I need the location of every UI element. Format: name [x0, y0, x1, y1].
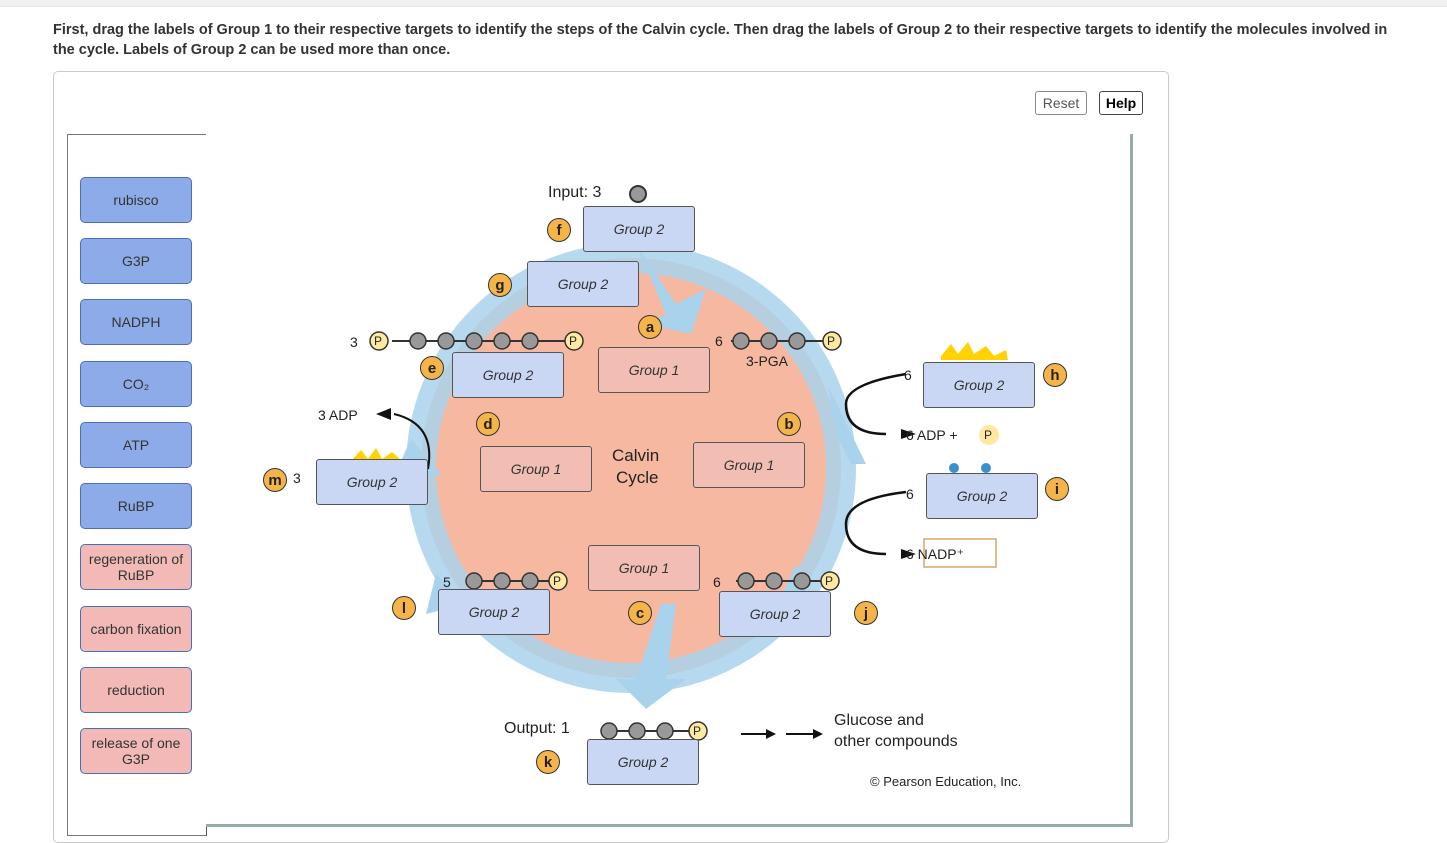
- cycle-label: Cycle: [616, 468, 659, 487]
- adp-arrowhead: [376, 408, 391, 420]
- reset-button[interactable]: Reset: [1035, 91, 1087, 115]
- help-button[interactable]: Help: [1099, 91, 1143, 115]
- nadph-bracket: [844, 490, 907, 556]
- drop-target-k[interactable]: Group 2: [587, 739, 699, 785]
- calvin-cycle-figure: Input: 3 3 P P 6 P 3-PGA 3 ADP 6 6 ADP +…: [206, 134, 1133, 827]
- adp6-text: 6 ADP +: [906, 427, 958, 443]
- rubp-p-right: P: [569, 334, 578, 348]
- letter-m: m: [263, 468, 287, 492]
- nadph-count: 6: [906, 486, 914, 502]
- rubp-count: 3: [350, 334, 358, 350]
- letter-j: j: [854, 601, 878, 625]
- drop-target-c[interactable]: Group 1: [588, 545, 700, 591]
- letter-f: f: [547, 218, 571, 242]
- draggable-label-co2[interactable]: CO₂: [80, 361, 192, 407]
- adp6-p: P: [984, 428, 993, 442]
- nadp-text: 6 NADP⁺: [906, 546, 964, 562]
- nadph-electron-icon-2: [981, 463, 991, 473]
- letter-l: l: [392, 596, 416, 620]
- pga-p: P: [827, 334, 836, 348]
- instructions-text: First, drag the labels of Group 1 to the…: [53, 22, 1388, 58]
- output-arrow: [616, 604, 686, 709]
- drop-target-a[interactable]: Group 1: [598, 347, 710, 393]
- draggable-label-reduction[interactable]: reduction: [80, 667, 192, 713]
- glucose-text-2: other compounds: [834, 733, 958, 750]
- draggable-label-carbon-fixation[interactable]: carbon fixation: [80, 606, 192, 652]
- atp-bracket: [844, 372, 907, 436]
- g3p-chain-left: [465, 571, 568, 591]
- g3p-left-count: 5: [443, 574, 451, 590]
- pga-count: 6: [715, 333, 723, 349]
- adp3-text: 3 ADP: [318, 407, 358, 423]
- letter-h: h: [1043, 363, 1067, 387]
- glucose-text-1: Glucose and: [834, 712, 924, 729]
- atp-left-count: 3: [293, 470, 301, 486]
- output-p: P: [693, 724, 702, 738]
- letter-c: c: [628, 601, 652, 625]
- g3p-right-count: 6: [713, 574, 721, 590]
- draggable-label-rubisco[interactable]: rubisco: [80, 177, 192, 223]
- drop-target-g[interactable]: Group 2: [527, 261, 639, 307]
- letter-a: a: [638, 315, 662, 339]
- co2-molecule: [629, 185, 647, 203]
- nadp-box: [923, 538, 997, 568]
- rubp-chain: [369, 331, 584, 351]
- letter-g: g: [488, 273, 512, 297]
- letter-k: k: [536, 750, 560, 774]
- letter-d: d: [476, 412, 500, 436]
- calvin-label: Calvin: [612, 446, 660, 465]
- drop-target-j[interactable]: Group 2: [719, 591, 831, 637]
- pga-label: 3-PGA: [746, 353, 789, 369]
- draggable-label-atp[interactable]: ATP: [80, 422, 192, 468]
- drop-target-e[interactable]: Group 2: [452, 352, 564, 398]
- copyright-text: © Pearson Education, Inc.: [870, 774, 1022, 789]
- draggable-label-g3p[interactable]: G3P: [80, 238, 192, 284]
- g3p-right-p: P: [825, 574, 834, 588]
- atp-arrowhead: [901, 429, 916, 439]
- drop-target-l[interactable]: Group 2: [438, 589, 550, 635]
- input-text: Input: 3: [548, 184, 602, 201]
- nadph-electron-icon: [949, 463, 959, 473]
- phosphate-icon: [979, 425, 999, 445]
- letter-e: e: [420, 356, 444, 380]
- draggable-label-rubp[interactable]: RuBP: [80, 483, 192, 529]
- draggable-label-release-g3p[interactable]: release of one G3P: [80, 728, 192, 774]
- nadph-arrowhead: [901, 549, 916, 559]
- letter-i: i: [1045, 477, 1069, 501]
- drop-target-h[interactable]: Group 2: [923, 362, 1035, 408]
- drop-target-f[interactable]: Group 2: [583, 206, 695, 252]
- g3p-left-p: P: [553, 574, 562, 588]
- top-bar: [0, 0, 1447, 7]
- drop-target-m[interactable]: Group 2: [316, 459, 428, 505]
- rubp-p-left: P: [374, 334, 383, 348]
- input-arrow: [636, 244, 706, 334]
- atp-energy-icon: [941, 342, 1008, 360]
- letter-b: b: [777, 412, 801, 436]
- drop-target-i[interactable]: Group 2: [926, 473, 1038, 519]
- cycle-arrowhead-b: [828, 386, 866, 464]
- pga-chain: [731, 331, 842, 351]
- g3p-chain-right: [736, 571, 840, 591]
- drop-target-d[interactable]: Group 1: [480, 446, 592, 492]
- draggable-label-nadph[interactable]: NADPH: [80, 299, 192, 345]
- atp-count: 6: [904, 367, 912, 383]
- drop-target-b[interactable]: Group 1: [693, 442, 805, 488]
- g3p-chain-output: [600, 721, 708, 741]
- draggable-label-regeneration[interactable]: regeneration of RuBP: [80, 544, 192, 590]
- adp-curve: [393, 413, 431, 470]
- output-text: Output: 1: [504, 720, 570, 737]
